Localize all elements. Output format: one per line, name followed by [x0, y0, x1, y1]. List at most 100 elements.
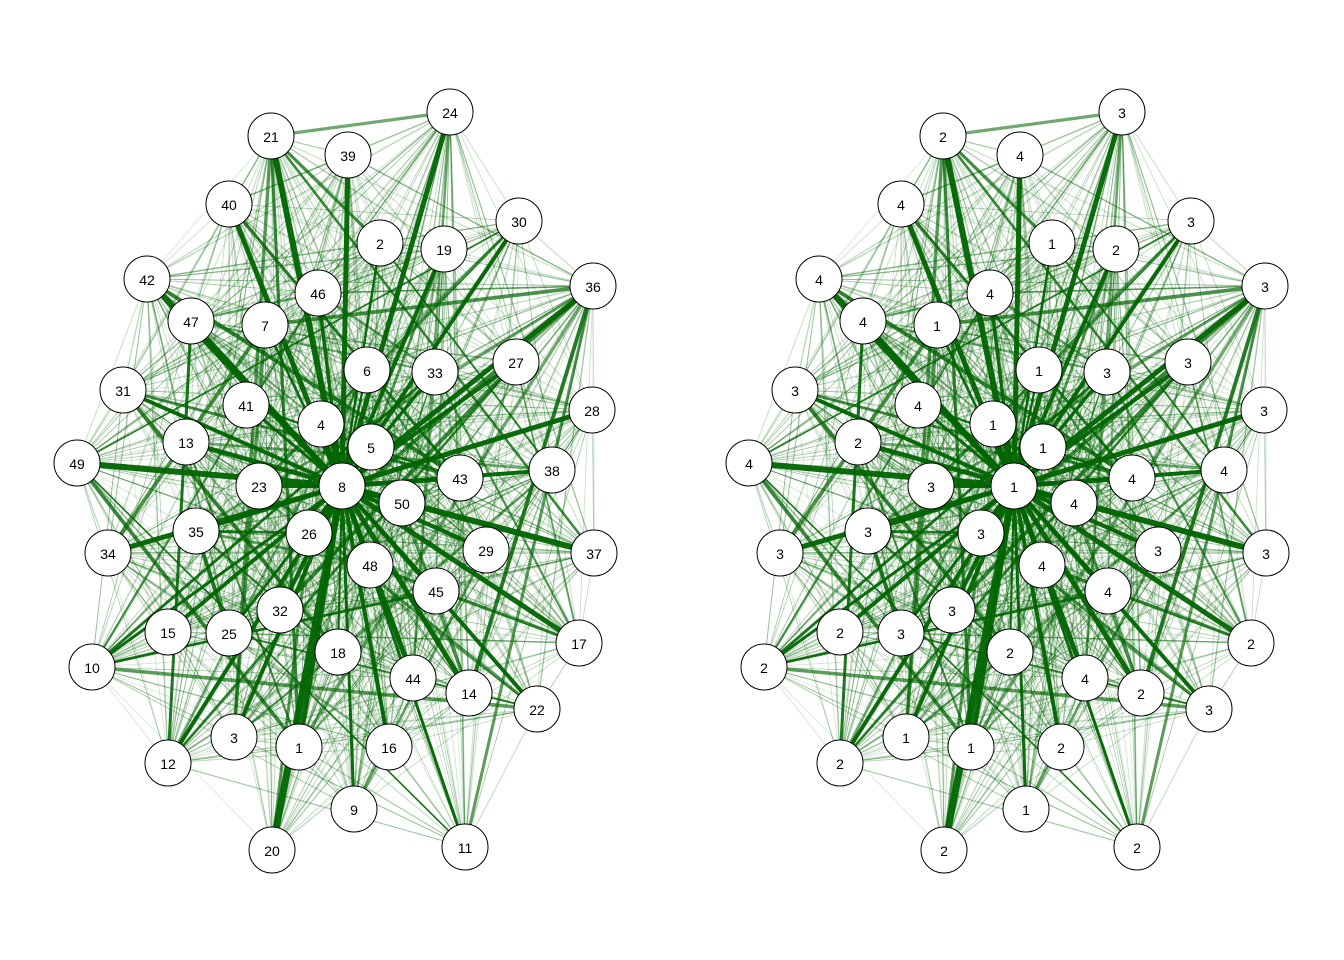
edge [107, 552, 230, 634]
node-circle [1019, 423, 1067, 471]
edge [862, 320, 1027, 810]
network-node: 2 [834, 418, 882, 466]
network-node: 30 [495, 197, 543, 245]
node-label: 1 [1010, 479, 1018, 495]
edge [551, 469, 580, 644]
edge [146, 278, 339, 653]
edge [146, 278, 319, 294]
edge [839, 485, 932, 633]
node-circle [957, 509, 1005, 557]
network-node: 24 [426, 88, 474, 136]
node-circle [816, 608, 864, 656]
edge [1009, 552, 1267, 653]
node-circle [1108, 454, 1156, 502]
node-label: 43 [452, 471, 468, 487]
edge [166, 360, 518, 765]
edge [866, 529, 1044, 567]
network-node: 22 [513, 685, 561, 733]
edge [1038, 369, 1252, 644]
edge [779, 320, 864, 554]
edge [980, 532, 1267, 554]
network-node: 3 [1241, 262, 1289, 310]
edge [75, 461, 301, 749]
node-label: 34 [100, 546, 116, 562]
node-circle [420, 225, 468, 273]
edge [763, 320, 864, 668]
network-node: 11 [441, 823, 489, 871]
edge [167, 292, 319, 633]
edge [1140, 469, 1225, 694]
node-label: 38 [544, 463, 560, 479]
edge [185, 441, 235, 738]
edge [1106, 220, 1192, 373]
edge [435, 552, 595, 592]
network-node: 49 [53, 439, 101, 487]
network-node: 3 [210, 713, 258, 761]
edge [122, 154, 349, 391]
edge [1060, 708, 1210, 748]
edge [857, 135, 944, 443]
edge [401, 220, 520, 504]
node-label: 4 [1016, 148, 1024, 164]
node-circle [1113, 823, 1161, 871]
node-circle [343, 346, 391, 394]
edge [943, 477, 1133, 851]
edge [980, 532, 1159, 551]
network-node: 23 [235, 462, 283, 510]
network-node: 48 [346, 541, 394, 589]
edge [228, 203, 381, 244]
network-node: 47 [167, 297, 215, 345]
node-circle [877, 180, 925, 228]
network-node: 28 [568, 386, 616, 434]
node-label: 4 [1128, 471, 1136, 487]
node-label: 8 [338, 479, 346, 495]
edge [900, 203, 1252, 644]
node-circle [1227, 619, 1275, 667]
edge [779, 203, 902, 554]
edge [793, 388, 1016, 488]
network-node: 3 [756, 529, 804, 577]
edge [763, 111, 1123, 668]
node-label: 12 [160, 756, 176, 772]
edge [1121, 111, 1265, 411]
node-circle [324, 131, 372, 179]
edge [779, 371, 1108, 554]
node-circle [412, 567, 460, 615]
node-label: 3 [864, 524, 872, 540]
edge [839, 409, 1265, 633]
edge [264, 324, 470, 694]
edge [989, 285, 1266, 294]
edge [763, 666, 1086, 679]
edge [992, 409, 1265, 425]
node-circle [389, 654, 437, 702]
edge [779, 278, 820, 554]
network-node: 36 [569, 262, 617, 310]
network-node: 45 [412, 567, 460, 615]
node-label: 3 [1103, 365, 1111, 381]
node-label: 26 [301, 526, 317, 542]
edge [943, 552, 1267, 851]
node-label: 2 [939, 129, 947, 145]
edge [90, 370, 437, 669]
edge [228, 111, 451, 634]
network-node: 46 [294, 269, 342, 317]
node-circle [740, 643, 788, 691]
edge [989, 154, 1021, 294]
node-label: 4 [1070, 496, 1078, 512]
network-node: 1 [1019, 423, 1067, 471]
edge [905, 220, 1192, 738]
node-label: 3 [791, 383, 799, 399]
node-label: 1 [933, 318, 941, 334]
node-label: 33 [427, 365, 443, 381]
node-label: 4 [1081, 671, 1089, 687]
edge [900, 111, 1123, 634]
edge [941, 110, 1124, 138]
edge [857, 441, 1133, 479]
node-circle [839, 297, 887, 345]
node-label: 17 [571, 636, 587, 652]
edge [146, 278, 594, 287]
edge [818, 278, 869, 532]
edge [1025, 371, 1108, 810]
node-label: 45 [428, 584, 444, 600]
network-node: 43 [436, 454, 484, 502]
